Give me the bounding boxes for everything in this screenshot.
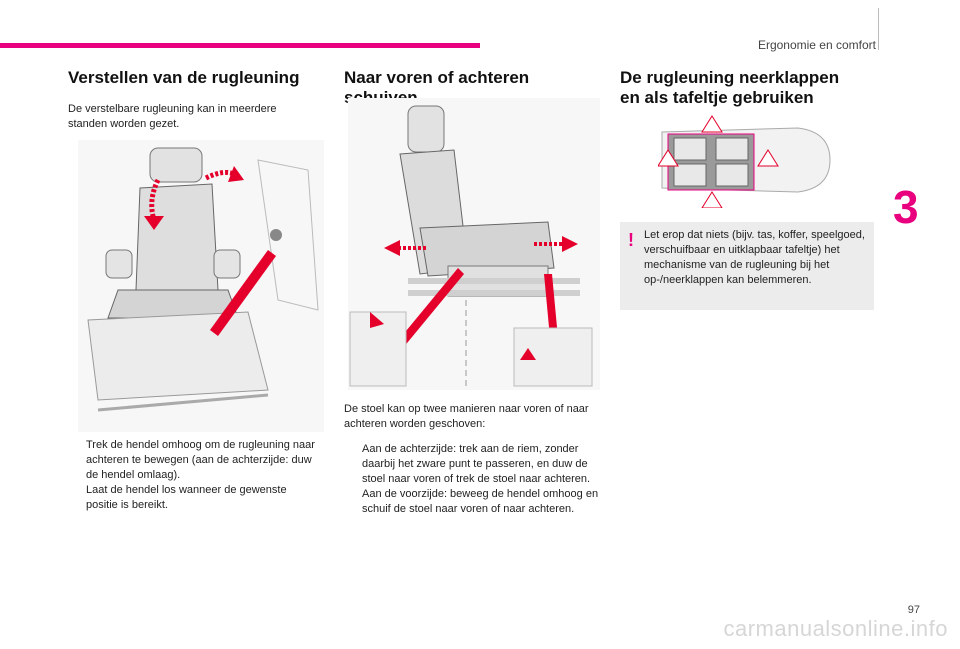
- seat-recline-illustration: [78, 140, 324, 432]
- list-item: Trek de hendel omhoog om de rugleuning n…: [86, 439, 315, 481]
- heading-fold-backrest-line1: De rugleuning neerklappen: [620, 68, 840, 87]
- list-item: Laat de hendel los wanneer de gewenste p…: [86, 484, 287, 511]
- list-item: Aan de achterzijde: trek aan de riem, zo…: [362, 443, 591, 485]
- steps-list-col2: Aan de achterzijde: trek aan de riem, zo…: [344, 442, 602, 517]
- watermark: carmanualsonline.info: [723, 616, 948, 641]
- intro-text: De verstelbare rugleuning kan in meerder…: [68, 103, 277, 130]
- steps-list-col1: Trek de hendel omhoog om de rugleuning n…: [68, 438, 318, 513]
- seat-slide-illustration: [348, 98, 600, 390]
- page-number: 97: [907, 604, 920, 616]
- vehicle-topview-illustration: [658, 112, 834, 208]
- list-item: Aan de voorzijde: beweeg de hendel omhoo…: [362, 488, 599, 515]
- column-backrest-adjust: Verstellen van de rugleuning De verstelb…: [68, 68, 318, 132]
- accent-bar: [0, 43, 480, 48]
- warning-icon: !: [628, 230, 634, 250]
- column-fold-backrest: De rugleuning neerklappen en als tafeltj…: [620, 68, 878, 108]
- section-title: Ergonomie en comfort: [757, 38, 876, 52]
- warning-box: ! Let erop dat niets (bijv. tas, koffer,…: [620, 222, 874, 310]
- warning-text: Let erop dat niets (bijv. tas, koffer, s…: [644, 229, 865, 286]
- heading-fold-backrest-line2: en als tafeltje gebruiken: [620, 88, 814, 107]
- intro-text-col2: De stoel kan op twee manieren naar voren…: [344, 403, 589, 430]
- heading-backrest-adjust: Verstellen van de rugleuning: [68, 68, 300, 87]
- chapter-number: 3: [893, 181, 919, 233]
- header-divider: [878, 8, 879, 50]
